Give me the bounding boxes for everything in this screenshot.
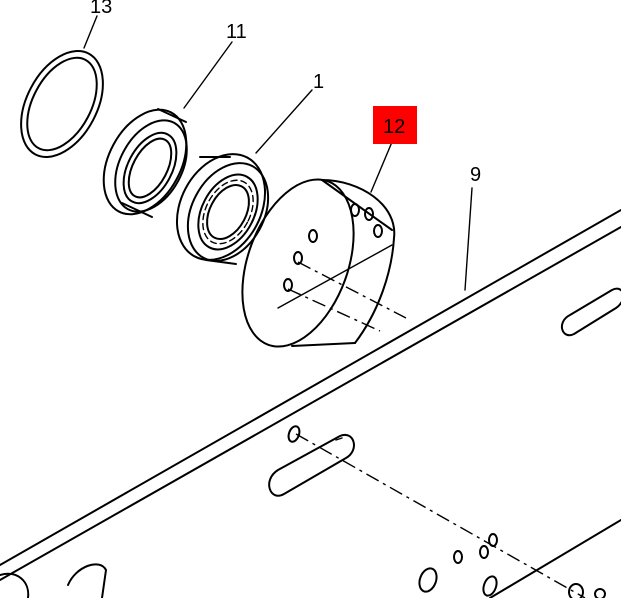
- part-1-bearing[interactable]: [159, 139, 284, 275]
- callout-12[interactable]: 12: [383, 116, 405, 138]
- part-13-snap-ring[interactable]: [4, 37, 119, 171]
- part-11-seal[interactable]: [87, 96, 203, 229]
- leader-line-13: [83, 15, 98, 49]
- callout-11[interactable]: 11: [226, 21, 247, 43]
- callout-9[interactable]: 9: [470, 164, 481, 186]
- callout-12-highlight: [373, 106, 417, 144]
- callout-13[interactable]: 13: [90, 0, 112, 18]
- part-12-hub[interactable]: [221, 164, 396, 362]
- alignment-lines: [287, 261, 586, 598]
- callout-1[interactable]: 1: [313, 71, 324, 93]
- leader-line-11: [183, 41, 233, 109]
- leader-line-1: [255, 89, 313, 154]
- part-9-frame[interactable]: [0, 209, 621, 598]
- leader-line-9: [464, 187, 473, 291]
- leader-line-12: [370, 141, 393, 193]
